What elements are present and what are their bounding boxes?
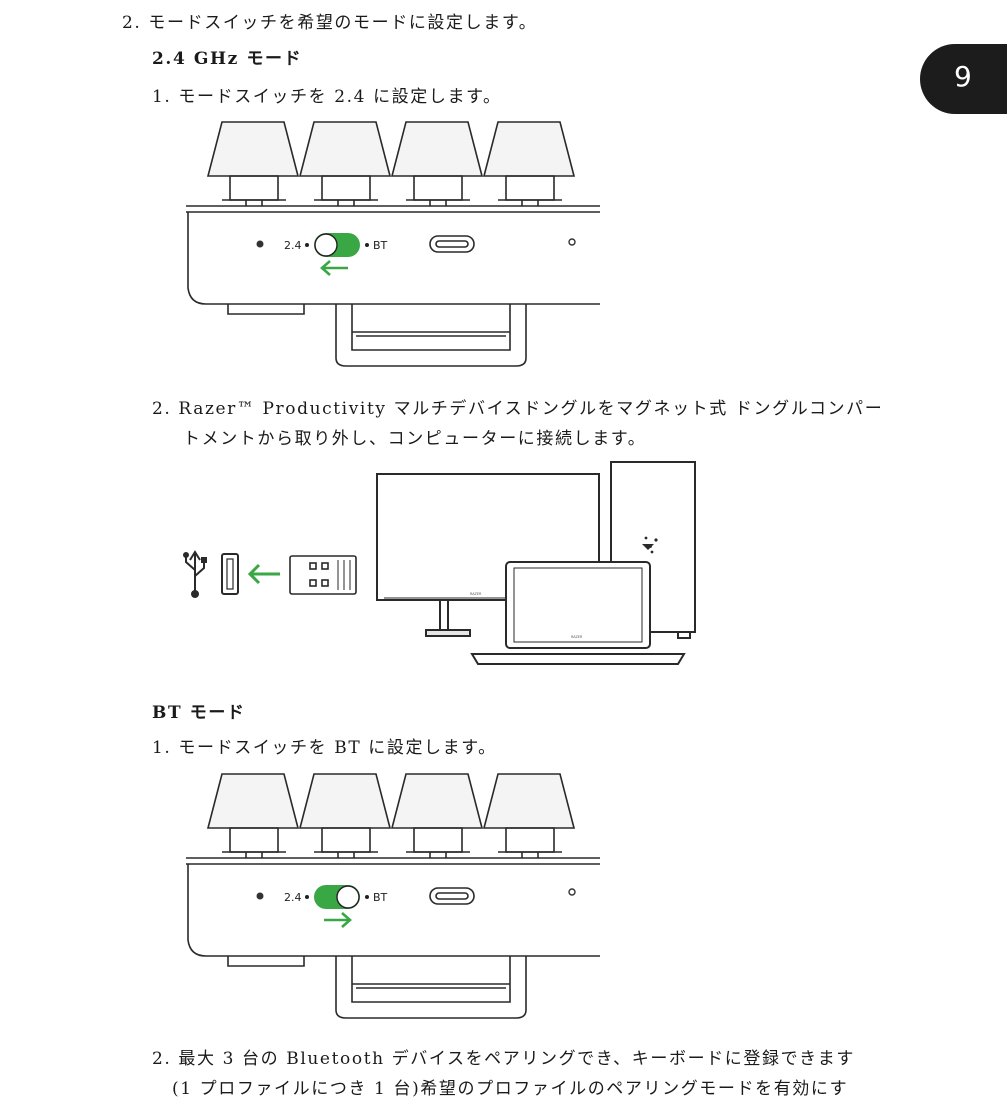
dongle-connection-illustration: RAZER RAZER [183, 461, 696, 665]
page-number-tab: 9 [920, 44, 1007, 114]
switch-right-label: BT [373, 239, 388, 252]
laptop-icon [470, 561, 686, 665]
dongle-icon [289, 555, 357, 595]
arrow-right-icon [324, 912, 352, 928]
keyboard-switch-bt-illustration: 2.4 BT [186, 773, 600, 1019]
razer-logo-icon [642, 536, 658, 554]
switch-right-label: BT [373, 891, 388, 904]
ghz-section-title: 2.4 GHz モード [152, 49, 303, 69]
bt-step1: 1. モードスイッチを BT に設定します。 [152, 738, 497, 758]
keyboard-switch-24-illustration: 2.4 BT [186, 121, 600, 367]
bt-step2-line2: (1 プロファイルにつき 1 台)希望のプロファイルのペアリングモードを有効にす [172, 1079, 849, 1099]
page-number: 9 [954, 60, 972, 93]
ghz-step1: 1. モードスイッチを 2.4 に設定します。 [152, 87, 502, 107]
ghz-step2-line2: トメントから取り外し、コンピューターに接続します。 [183, 429, 647, 449]
monitor-brand-text: RAZER [470, 592, 482, 596]
ghz-step2-line1: 2. Razer™ Productivity マルチデバイスドングルをマグネット… [152, 399, 884, 419]
laptop-brand-text: RAZER [571, 635, 583, 639]
step2-heading: 2. モードスイッチを希望のモードに設定します。 [122, 13, 538, 33]
bt-section-title: BT モード [152, 703, 246, 723]
switch-left-label: 2.4 [284, 239, 302, 252]
arrow-left-icon [320, 260, 348, 276]
usb-icon [183, 550, 207, 598]
arrow-left-icon [247, 563, 280, 585]
bt-step2-line1: 2. 最大 3 台の Bluetooth デバイスをペアリングでき、キーボードに… [152, 1049, 855, 1069]
switch-left-label: 2.4 [284, 891, 302, 904]
